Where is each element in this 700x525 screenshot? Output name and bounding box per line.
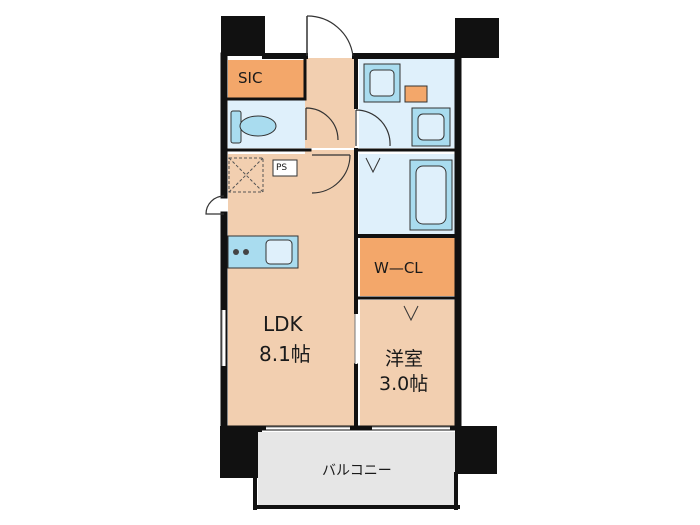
bathtub-inner: [415, 165, 447, 225]
fridge-space: [228, 157, 264, 193]
entrance-door-swing: [306, 15, 354, 57]
entrance-corridor: [305, 58, 355, 148]
western-door-mark: [403, 305, 419, 322]
column: [455, 426, 497, 474]
washroom-door-swing: [355, 109, 391, 147]
stove-burner: [233, 249, 239, 255]
western-room-size: 3.0帖: [379, 373, 429, 395]
washroom-door-mark: [365, 157, 381, 174]
column: [221, 16, 265, 56]
ps-label: PS: [276, 163, 288, 173]
window-swing: [205, 195, 225, 215]
ldk-floor: [228, 150, 355, 427]
balcony-label: バルコニー: [322, 463, 392, 479]
water-heater: [404, 85, 428, 103]
western-room-label: 洋室: [385, 348, 424, 370]
stove-burner: [243, 249, 249, 255]
sic-floor: [228, 60, 305, 98]
wcl-label: W—CL: [374, 259, 423, 277]
fridge-space: [228, 157, 264, 193]
fridge-space: [228, 157, 264, 193]
toilet-door-swing: [305, 107, 339, 141]
ldk-size: 8.1帖: [259, 342, 311, 366]
sic-label: SIC: [238, 69, 263, 87]
ps-box: [272, 159, 298, 177]
balcony-floor: [258, 432, 455, 506]
toilet-bowl: [239, 115, 277, 137]
ldk-label: LDK: [263, 312, 303, 336]
column: [455, 18, 499, 58]
toilet-tank: [230, 110, 242, 144]
western-room-floor: [360, 300, 455, 427]
washer-pan-inner: [417, 113, 445, 141]
wcl-floor: [360, 238, 455, 296]
ldk-door-swing: [311, 154, 351, 194]
washbasin-bowl: [369, 69, 395, 97]
kitchen-sink: [265, 239, 293, 265]
